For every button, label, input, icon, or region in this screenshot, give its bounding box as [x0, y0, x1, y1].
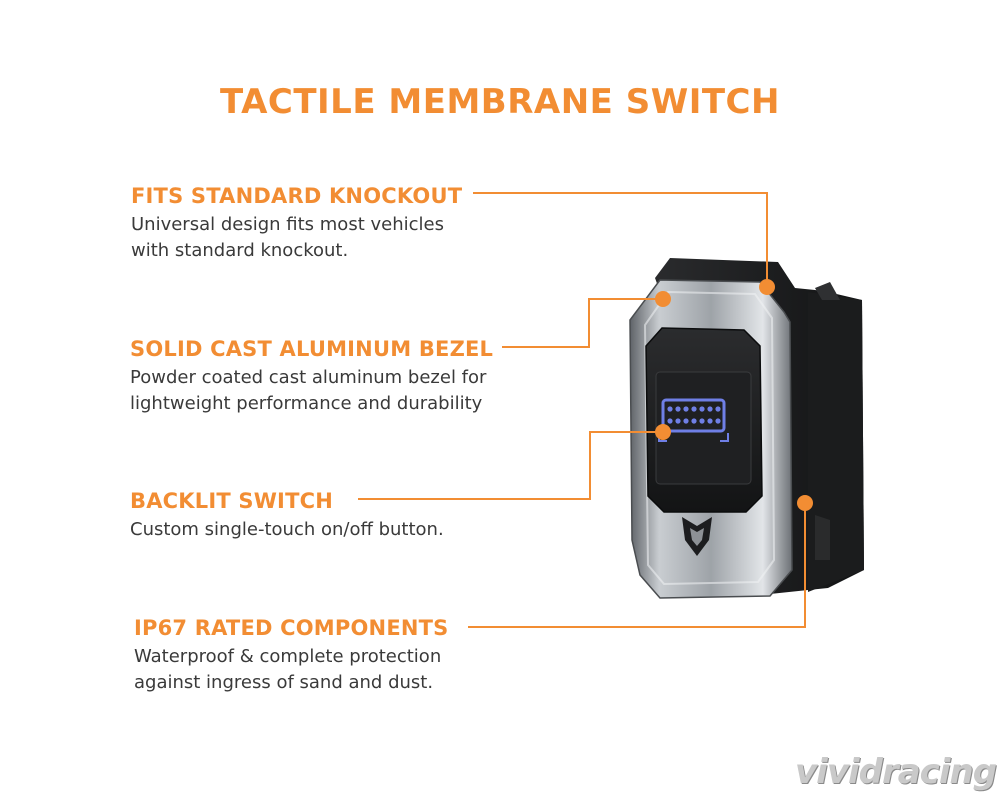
- feature-description-line: Waterproof & complete protection: [134, 646, 442, 667]
- feature-description: Waterproof & complete protection against…: [134, 644, 449, 696]
- feature-heading: BACKLIT SWITCH: [130, 489, 333, 513]
- leader-line-knockout: [473, 192, 768, 287]
- callout-dot: [797, 495, 813, 511]
- callout-dots: [655, 279, 813, 511]
- watermark-logo: vividracing: [795, 752, 997, 792]
- feature-description: Custom single-touch on/off button.: [130, 517, 444, 543]
- feature-description-line: Universal design fits most vehicles: [131, 214, 444, 235]
- feature-description-line: with standard knockout.: [131, 240, 349, 261]
- feature-heading: SOLID CAST ALUMINUM BEZEL: [130, 337, 494, 361]
- callout-dot: [655, 291, 671, 307]
- feature-description: Powder coated cast aluminum bezel for li…: [130, 365, 493, 417]
- feature-description-line: lightweight performance and durability: [130, 393, 483, 414]
- page-title: TACTILE MEMBRANE SWITCH: [220, 82, 780, 122]
- shield-emblem-icon: [682, 517, 712, 556]
- feature-ip67-rated-components: IP67 RATED COMPONENTS Waterproof & compl…: [134, 616, 449, 696]
- feature-description-line: against ingress of sand and dust.: [134, 672, 434, 693]
- feature-description-line: Custom single-touch on/off button.: [130, 519, 444, 540]
- leader-line-ip67: [468, 503, 806, 628]
- callout-dot: [759, 279, 775, 295]
- feature-description: Universal design fits most vehicles with…: [131, 212, 462, 264]
- callout-leader-lines: [358, 192, 806, 628]
- feature-solid-cast-aluminum-bezel: SOLID CAST ALUMINUM BEZEL Powder coated …: [130, 337, 493, 417]
- light-bar-icon: [658, 398, 729, 442]
- feature-heading: FITS STANDARD KNOCKOUT: [131, 184, 463, 208]
- feature-heading: IP67 RATED COMPONENTS: [134, 616, 449, 640]
- leader-line-bezel: [502, 298, 663, 348]
- leader-line-backlit: [358, 431, 663, 500]
- feature-backlit-switch: BACKLIT SWITCH Custom single-touch on/of…: [130, 489, 444, 543]
- callout-dot: [655, 424, 671, 440]
- feature-description-line: Powder coated cast aluminum bezel for: [130, 367, 487, 388]
- feature-fits-standard-knockout: FITS STANDARD KNOCKOUT Universal design …: [131, 184, 462, 264]
